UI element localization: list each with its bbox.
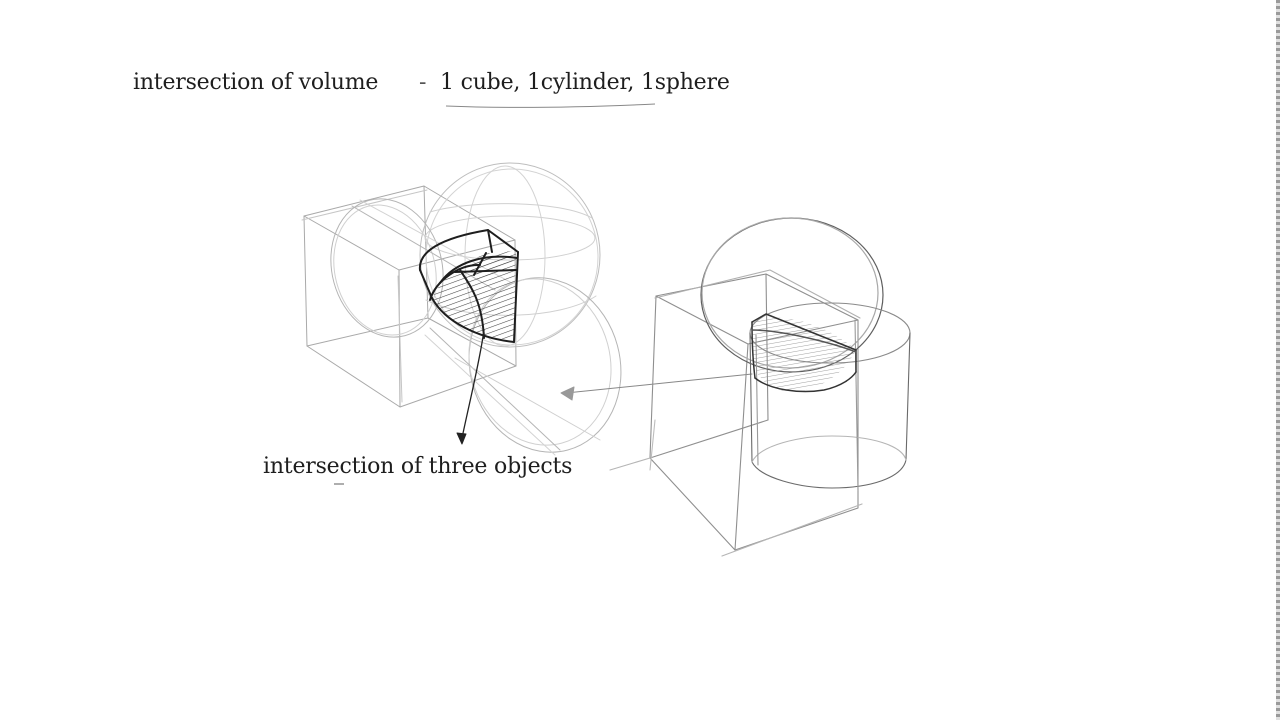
left-cylinder (330, 198, 622, 456)
right-intersection-solid (751, 313, 857, 393)
right-sketch (560, 217, 911, 557)
arrow-down-icon (456, 329, 485, 445)
left-intersection-solid (418, 229, 519, 343)
caption-intersection: intersection of three objects (263, 454, 573, 479)
arrow-left-icon (560, 373, 753, 401)
heading-underline (445, 103, 656, 108)
left-sketch (301, 162, 622, 456)
right-cube (609, 269, 863, 557)
heading-right-text: 1 cube, 1cylinder, 1sphere (440, 70, 730, 95)
heading-dash: - (419, 70, 427, 95)
right-edge-strip (1276, 0, 1280, 720)
heading-left-text: intersection of volume (133, 70, 379, 95)
